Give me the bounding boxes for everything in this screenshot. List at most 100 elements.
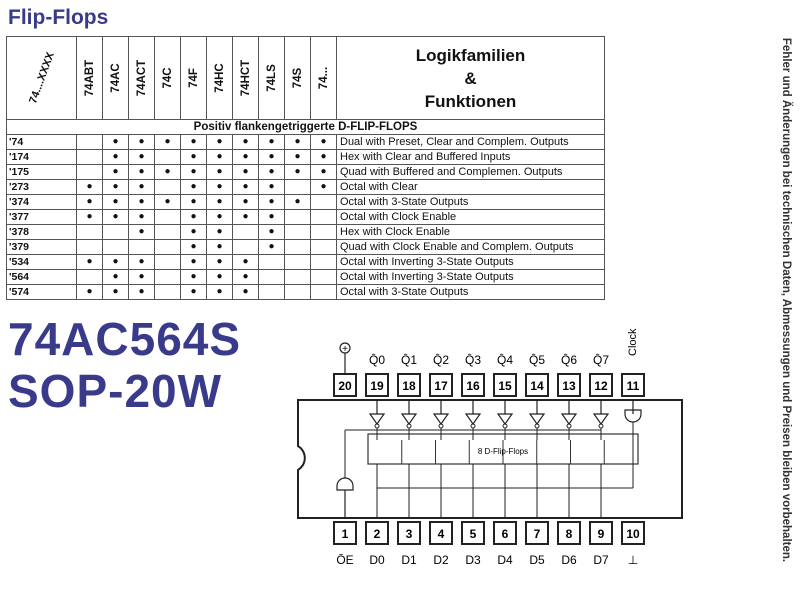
type-code: '379 — [6, 239, 77, 255]
table-row: '574●●●●●●Octal with 3-State Outputs — [6, 284, 605, 300]
availability-dot: ● — [180, 254, 207, 270]
pin-number: 5 — [470, 527, 477, 541]
availability-dot: ● — [128, 254, 155, 270]
pin-number: 19 — [370, 379, 384, 393]
availability-dot: ● — [232, 284, 259, 300]
pin-number: 17 — [434, 379, 448, 393]
availability-dot: ● — [76, 179, 103, 195]
availability-empty — [102, 224, 129, 240]
pin-number: 7 — [534, 527, 541, 541]
pin-box — [493, 373, 517, 397]
availability-empty — [284, 239, 311, 255]
pin-label: Q̄3 — [465, 353, 481, 367]
function-description: Octal with Clock Enable — [336, 209, 605, 225]
availability-dot: ● — [180, 239, 207, 255]
pin-label: D4 — [497, 553, 513, 567]
availability-dot: ● — [102, 254, 129, 270]
function-description: Octal with Inverting 3-State Outputs — [336, 254, 605, 270]
availability-dot: ● — [206, 269, 233, 285]
availability-dot: ● — [258, 149, 285, 165]
pin-box — [461, 521, 485, 545]
disclaimer-text: Fehler und Änderungen bei technischen Da… — [780, 37, 792, 563]
availability-dot: ● — [76, 254, 103, 270]
availability-dot: ● — [310, 149, 337, 165]
availability-dot: ● — [128, 164, 155, 180]
pin-box — [525, 373, 549, 397]
availability-empty — [310, 284, 337, 300]
pin-label: Q̄1 — [401, 353, 417, 367]
pin-number: 1 — [342, 527, 349, 541]
pin-box — [397, 521, 421, 545]
availability-dot: ● — [206, 239, 233, 255]
pin-number: 3 — [406, 527, 413, 541]
family-label: 74ABT — [83, 59, 96, 97]
availability-dot: ● — [180, 149, 207, 165]
availability-empty — [154, 269, 181, 285]
availability-dot: ● — [206, 284, 233, 300]
disclaimer-note: Fehler und Änderungen bei technischen Da… — [774, 0, 798, 600]
availability-empty — [310, 194, 337, 210]
pin-box — [589, 521, 613, 545]
availability-empty — [154, 179, 181, 195]
family-header: 74HCT — [232, 36, 259, 120]
function-description: Dual with Preset, Clear and Complem. Out… — [336, 134, 605, 150]
pin-number: 2 — [374, 527, 381, 541]
pin-label: D5 — [529, 553, 545, 567]
availability-dot: ● — [154, 134, 181, 150]
pin-box — [557, 373, 581, 397]
package-name: SOP-20W — [8, 365, 223, 417]
logik-line: Funktionen — [424, 91, 517, 111]
page-title: Flip-Flops — [8, 6, 109, 29]
availability-empty — [76, 239, 103, 255]
availability-empty — [154, 254, 181, 270]
family-header: 74F — [180, 36, 207, 120]
availability-dot: ● — [258, 194, 285, 210]
availability-dot: ● — [128, 194, 155, 210]
pin-label: Q̄5 — [529, 353, 545, 367]
part-number: 74AC564S — [8, 313, 242, 365]
availability-empty — [154, 239, 181, 255]
pin-box — [557, 521, 581, 545]
pin-label: ŌE — [336, 553, 353, 567]
availability-empty — [310, 239, 337, 255]
availability-dot: ● — [232, 179, 259, 195]
availability-dot: ● — [258, 134, 285, 150]
buffer-triangle — [432, 413, 450, 426]
pin-box — [333, 521, 357, 545]
availability-dot: ● — [102, 284, 129, 300]
table-row: '273●●●●●●●●Octal with Clear — [6, 179, 605, 195]
availability-dot: ● — [206, 179, 233, 195]
availability-dot: ● — [102, 194, 129, 210]
pin-box — [429, 521, 453, 545]
availability-empty — [76, 269, 103, 285]
pin-box — [621, 373, 645, 397]
table-row: '374●●●●●●●●●Octal with 3-State Outputs — [6, 194, 605, 210]
availability-dot: ● — [284, 149, 311, 165]
function-description: Hex with Clock Enable — [336, 224, 605, 240]
family-label: 74S — [291, 67, 304, 89]
pinout-svg: 8 D-Flip-Flops20+19Q̄018Q̄117Q̄216Q̄315Q… — [297, 328, 683, 567]
pin-box — [365, 373, 389, 397]
pin-box — [461, 373, 485, 397]
pin-box — [525, 521, 549, 545]
function-description: Octal with Inverting 3-State Outputs — [336, 269, 605, 285]
pin-number: 8 — [566, 527, 573, 541]
availability-dot: ● — [76, 284, 103, 300]
corner-header: 74....XXXX — [6, 36, 77, 120]
oe-buffer — [336, 477, 354, 491]
availability-dot: ● — [232, 134, 259, 150]
type-code: '377 — [6, 209, 77, 225]
availability-empty — [258, 269, 285, 285]
availability-dot: ● — [284, 164, 311, 180]
family-header: 74LS — [258, 36, 285, 120]
availability-dot: ● — [206, 209, 233, 225]
availability-empty — [284, 284, 311, 300]
type-code: '174 — [6, 149, 77, 165]
availability-dot: ● — [102, 134, 129, 150]
pin-label: D1 — [401, 553, 417, 567]
buffer-triangle — [560, 413, 578, 426]
logik-line: & — [464, 68, 477, 88]
pin-number: 4 — [438, 527, 445, 541]
